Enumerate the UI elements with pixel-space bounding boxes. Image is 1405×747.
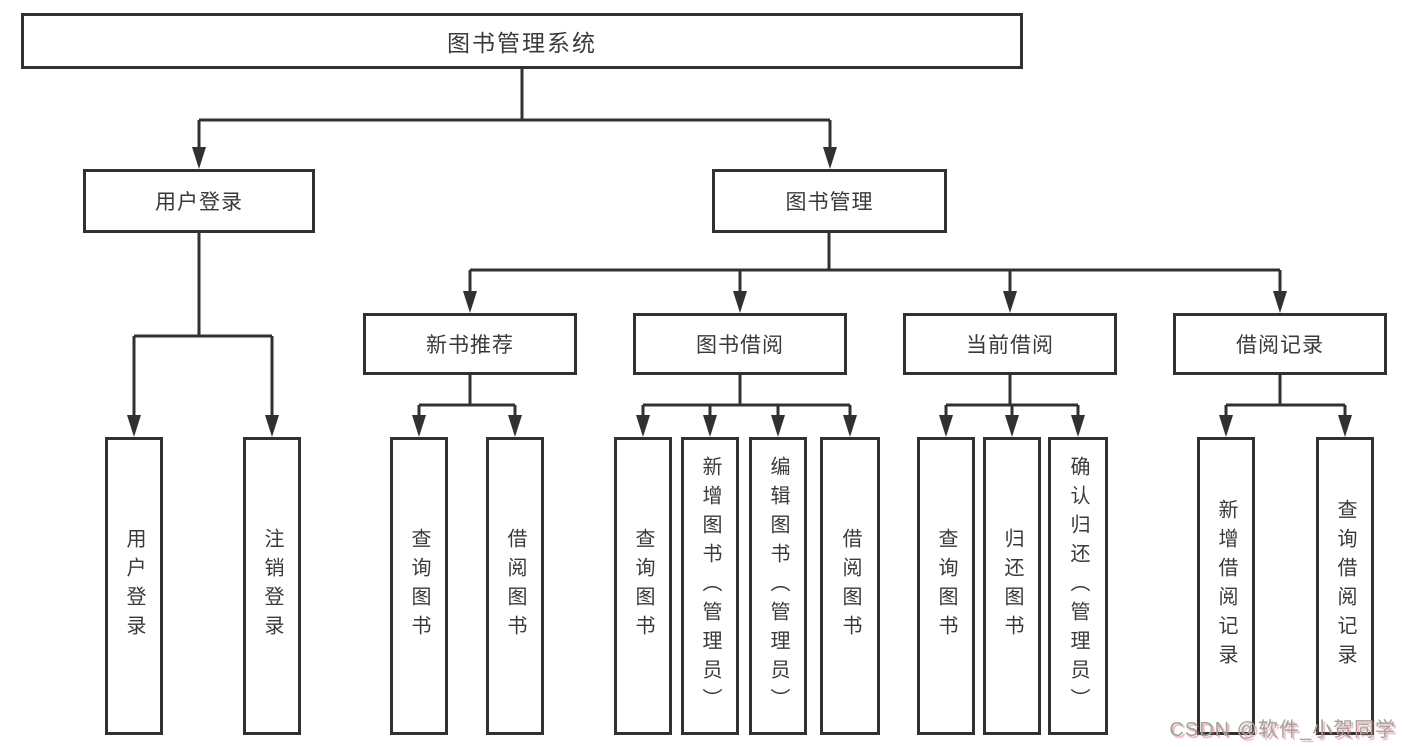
node-current-borrowing-label: 当前借阅 [966, 334, 1054, 357]
node-new-book-recommend: 新书推荐 [363, 313, 577, 375]
node-add-books-admin-label: 新增图书（管理员） [699, 455, 721, 717]
node-user-login-leaf-label: 用户登录 [123, 528, 145, 644]
node-edit-books-admin: 编辑图书（管理员） [749, 437, 807, 735]
node-library-management-system: 图书管理系统 [21, 13, 1023, 69]
node-confirm-return-admin: 确认归还（管理员） [1048, 437, 1108, 735]
node-add-borrow-record-label: 新增借阅记录 [1215, 499, 1237, 673]
csdn-watermark: CSDN @软件_小贺同学 [1169, 719, 1396, 741]
node-library-management-system-label: 图书管理系统 [447, 30, 597, 56]
arrowheads [127, 147, 1352, 437]
node-logout-leaf-label: 注销登录 [261, 528, 283, 644]
node-query-books-recommend-label: 查询图书 [408, 528, 430, 644]
node-new-book-recommend-label: 新书推荐 [426, 334, 514, 357]
node-borrow-records-label: 借阅记录 [1236, 334, 1324, 357]
node-add-borrow-record: 新增借阅记录 [1197, 437, 1255, 735]
node-query-books-borrowing: 查询图书 [614, 437, 672, 735]
node-borrow-books-leaf: 借阅图书 [820, 437, 880, 735]
node-book-borrowing: 图书借阅 [633, 313, 847, 375]
node-book-management: 图书管理 [712, 169, 947, 233]
node-query-books-recommend: 查询图书 [390, 437, 448, 735]
node-current-borrowing: 当前借阅 [903, 313, 1117, 375]
node-edit-books-admin-label: 编辑图书（管理员） [767, 455, 789, 717]
node-borrow-books-recommend-label: 借阅图书 [504, 528, 526, 644]
node-add-books-admin: 新增图书（管理员） [681, 437, 739, 735]
node-borrow-books-recommend: 借阅图书 [486, 437, 544, 735]
node-user-login-label: 用户登录 [155, 191, 243, 214]
node-return-books-label: 归还图书 [1001, 528, 1023, 644]
node-borrow-records: 借阅记录 [1173, 313, 1387, 375]
node-query-books-borrowing-label: 查询图书 [632, 528, 654, 644]
node-query-books-current-label: 查询图书 [935, 528, 957, 644]
node-logout-leaf: 注销登录 [243, 437, 301, 735]
node-borrow-books-leaf-label: 借阅图书 [839, 528, 861, 644]
node-return-books: 归还图书 [983, 437, 1041, 735]
node-query-books-current: 查询图书 [917, 437, 975, 735]
node-user-login-leaf: 用户登录 [105, 437, 163, 735]
node-user-login: 用户登录 [83, 169, 315, 233]
node-query-borrow-record-label: 查询借阅记录 [1334, 499, 1356, 673]
node-confirm-return-admin-label: 确认归还（管理员） [1067, 455, 1089, 717]
node-query-borrow-record: 查询借阅记录 [1316, 437, 1374, 735]
node-book-management-label: 图书管理 [785, 191, 874, 214]
node-book-borrowing-label: 图书借阅 [696, 334, 784, 357]
